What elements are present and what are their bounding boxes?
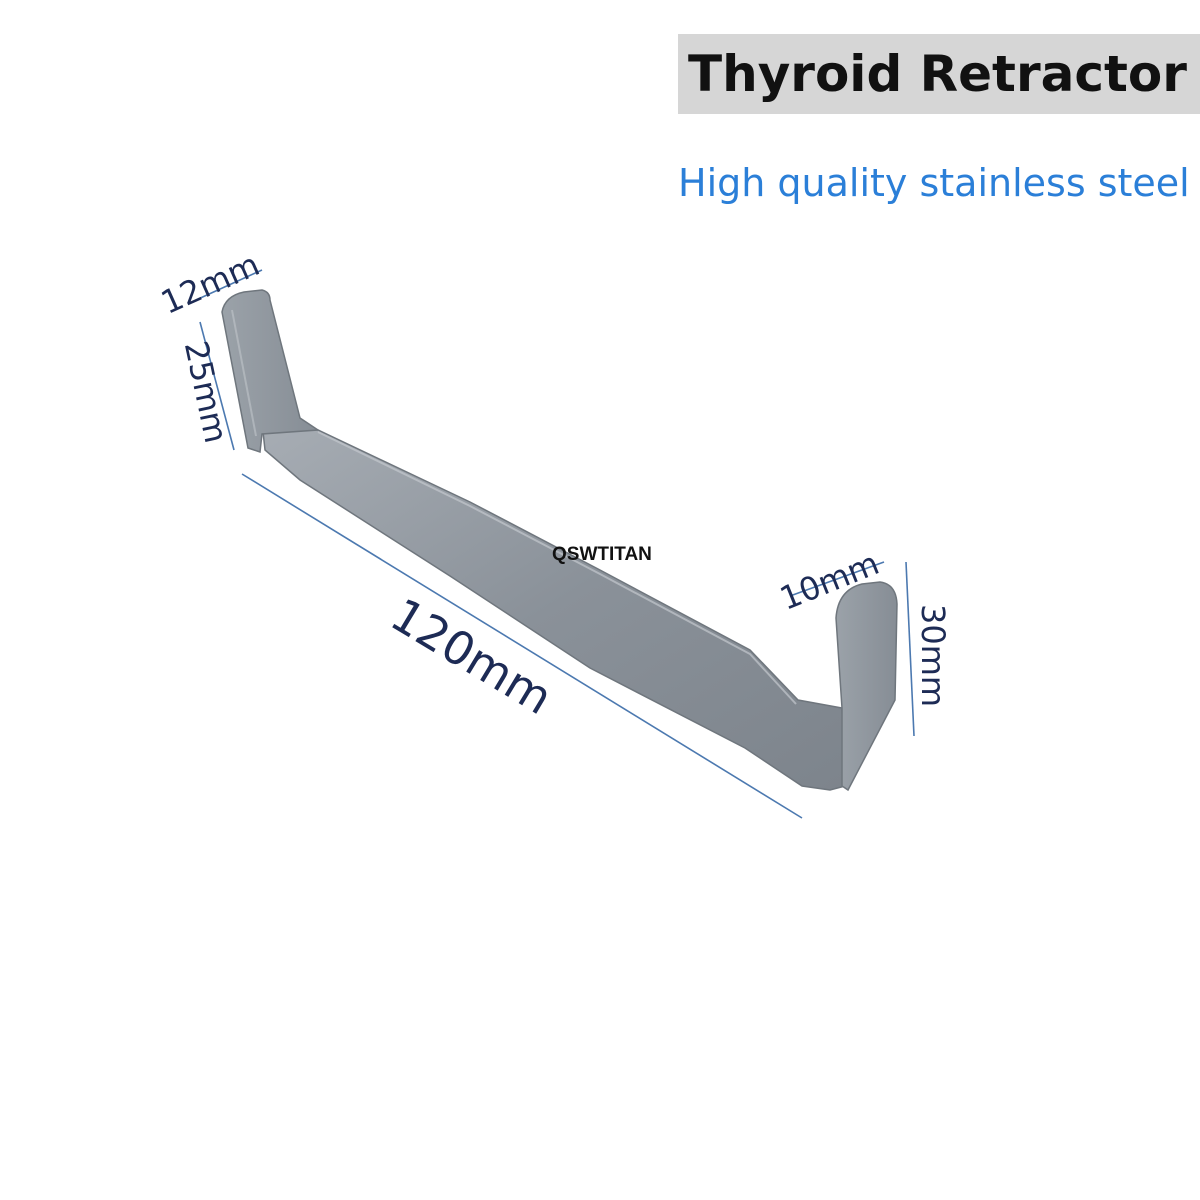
dim-line-left-length <box>199 321 235 451</box>
product-title: Thyroid Retractor <box>688 45 1187 103</box>
dim-label-right-blade-length: 30mm <box>914 604 952 708</box>
product-subtitle: High quality stainless steel <box>678 161 1190 205</box>
dimension-lines <box>195 269 915 819</box>
dim-line-right-width <box>789 561 885 597</box>
dim-line-shaft <box>241 473 803 819</box>
shaft-highlight <box>317 431 797 705</box>
dim-line-right-length <box>905 561 915 737</box>
dim-line-left-width <box>195 269 263 301</box>
retractor-right-blade <box>835 581 898 792</box>
title-banner <box>678 34 1200 114</box>
left-blade-highlight <box>231 309 257 437</box>
retractor-shaft <box>261 421 846 791</box>
retractor-left-blade <box>221 289 321 454</box>
brand-watermark: QSWTITAN <box>552 544 652 565</box>
